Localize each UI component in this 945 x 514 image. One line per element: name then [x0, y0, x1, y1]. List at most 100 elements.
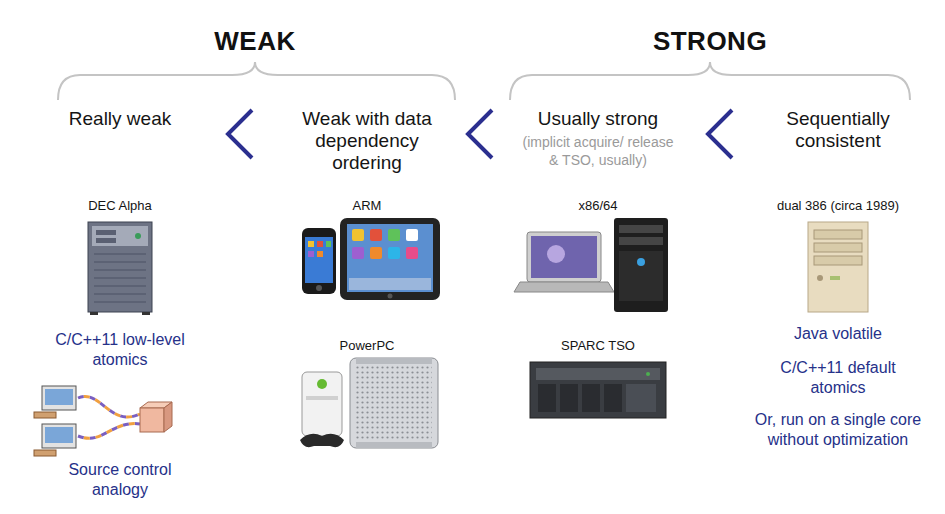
laptop-picture-part	[527, 232, 601, 282]
source-control-picture-part	[140, 408, 164, 432]
server-picture-part	[94, 254, 146, 255]
language-note: Or, run on a single core without optimiz…	[753, 410, 923, 450]
desktop-tower-picture-part	[619, 237, 663, 245]
beige-pc-picture	[808, 222, 868, 312]
server-picture	[88, 222, 152, 315]
rack-server-picture-part	[560, 384, 578, 412]
platform-name: PowerPC	[297, 338, 437, 354]
source-control-picture-part	[42, 386, 76, 410]
tablet-picture-part	[406, 229, 418, 241]
rack-server-picture-part	[536, 368, 660, 380]
server-picture-part	[94, 262, 146, 263]
server-picture-part	[94, 302, 146, 303]
workstation-picture-part	[350, 358, 438, 448]
desktop-tower-picture-part	[619, 251, 663, 301]
platform-name: ARM	[297, 198, 437, 214]
source-control-picture-part	[164, 402, 172, 432]
console-picture-part	[306, 396, 338, 400]
phone-picture-part	[302, 228, 336, 294]
tablet-picture-part	[388, 247, 400, 259]
group-heading: WEAK	[155, 26, 355, 56]
group-bracket	[58, 62, 910, 100]
workstation-picture-part	[356, 366, 432, 440]
tablet-picture-part	[370, 229, 382, 241]
rack-server-picture-part	[582, 384, 600, 412]
rack-server-picture	[530, 362, 666, 418]
laptop-picture-part	[547, 245, 565, 263]
language-note: C/C++11 default atomics	[780, 358, 896, 398]
rack-server-picture-part	[626, 384, 656, 412]
rack-server-picture-part	[604, 384, 622, 412]
chevron-part	[468, 110, 492, 158]
server-picture-part	[90, 312, 98, 315]
tablet-picture-part	[340, 218, 440, 300]
server-picture-part	[96, 238, 116, 243]
rack-server-picture-part	[530, 362, 666, 418]
beige-pc-picture-part	[814, 230, 862, 239]
desktop-tower-picture-part	[637, 258, 645, 266]
console-picture-part	[300, 434, 344, 447]
tablet-picture-part	[388, 294, 393, 299]
group-bracket-part	[510, 62, 910, 100]
tablet-picture-part	[347, 224, 433, 292]
source-control-picture-part	[78, 396, 140, 417]
console-picture	[300, 372, 344, 447]
server-picture-part	[94, 294, 146, 295]
rack-server-picture-part	[646, 372, 650, 376]
laptop-picture-part	[514, 282, 614, 292]
server-picture-part	[96, 230, 116, 235]
phone-picture-part	[308, 251, 314, 257]
source-control-picture-part	[78, 396, 140, 417]
tablet-picture-part	[388, 229, 400, 241]
tablet-picture-part	[352, 247, 364, 259]
column-heading: Weak with data dependency ordering	[287, 108, 447, 174]
language-note: Java volatile	[748, 324, 928, 344]
tablet-picture-part	[406, 247, 418, 259]
beige-pc-picture-part	[808, 222, 868, 312]
column-heading: Sequentially consistent	[763, 108, 913, 152]
language-note: C/C++11 low-level atomics	[54, 330, 186, 370]
source-control-picture-part	[78, 424, 140, 439]
phone-picture-part	[305, 237, 333, 283]
desktop-tower-picture-part	[614, 218, 668, 312]
source-control-picture-part	[34, 450, 56, 456]
workstation-picture-part	[356, 358, 432, 364]
platform-name: x86/64	[528, 198, 668, 214]
desktop-tower-picture-part	[619, 225, 663, 233]
server-picture-part	[94, 278, 146, 279]
phone-picture	[302, 228, 336, 294]
desktop-tower-picture	[614, 218, 668, 312]
source-control-picture	[34, 386, 172, 456]
beige-pc-picture-part	[817, 275, 823, 281]
console-picture-part	[317, 379, 327, 389]
laptop-picture-part	[531, 236, 597, 278]
beige-pc-picture-part	[814, 256, 862, 265]
chevron-part	[228, 110, 252, 158]
phone-picture-part	[316, 285, 322, 291]
source-control-picture-part	[45, 427, 73, 443]
phone-picture-part	[317, 251, 323, 257]
column-note: (implicit acquire/ release & TSO, usuall…	[519, 133, 677, 169]
phone-picture-part	[308, 241, 314, 247]
platform-name: SPARC TSO	[528, 338, 668, 354]
rack-server-picture-part	[538, 384, 556, 412]
column-heading: Really weak	[45, 108, 195, 130]
tablet-picture-part	[370, 247, 382, 259]
phone-picture-part	[326, 241, 331, 247]
server-picture-part	[94, 270, 146, 271]
server-picture-part	[135, 233, 141, 239]
server-picture-part	[94, 286, 146, 287]
beige-pc-picture-part	[830, 276, 840, 280]
tablet-picture-part	[349, 278, 431, 290]
tablet-picture-part	[352, 229, 364, 241]
group-bracket-part	[58, 62, 455, 100]
group-heading: STRONG	[610, 26, 810, 56]
source-control-picture-part	[45, 389, 73, 405]
source-control-picture-part	[78, 424, 140, 439]
language-note: Source control analogy	[55, 460, 185, 500]
tablet-picture	[340, 218, 440, 300]
column-heading: Usually strong	[513, 108, 683, 130]
chevron-part	[708, 110, 732, 158]
beige-pc-picture-part	[814, 243, 862, 252]
